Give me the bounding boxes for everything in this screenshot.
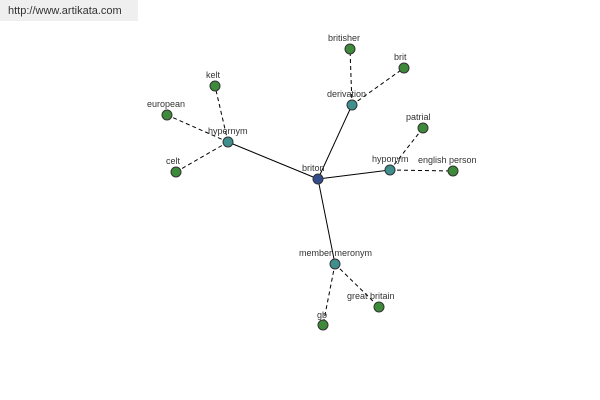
leaf-label-european[interactable]: european [147,99,185,109]
relation-node-hypernym[interactable] [222,136,234,148]
edge-hyponym-english-person [389,169,454,172]
edge-member-meronym-great-britain [334,263,380,308]
leaf-label-britisher[interactable]: britisher [328,33,360,43]
edge-derivation-brit [351,67,405,106]
url-link[interactable]: http://www.artikata.com [8,5,122,17]
leaf-node-gb[interactable] [317,319,329,331]
leaf-label-brit[interactable]: brit [394,52,407,62]
leaf-node-celt[interactable] [170,166,182,178]
leaf-node-european[interactable] [161,109,173,121]
relation-node-hyponym[interactable] [384,164,396,176]
relation-label-member-meronym[interactable]: member meronym [299,248,372,258]
edge-member-meronym-gb [322,263,336,326]
leaf-node-britisher[interactable] [344,43,356,55]
leaf-node-brit[interactable] [398,62,410,74]
leaf-label-patrial[interactable]: patrial [406,112,431,122]
edge-center-hypernym [227,141,319,180]
leaf-node-patrial[interactable] [417,122,429,134]
leaf-label-kelt[interactable]: kelt [206,70,221,80]
leaf-node-english-person[interactable] [447,165,459,177]
relation-node-derivation[interactable] [346,99,358,111]
relation-node-member-meronym[interactable] [329,258,341,270]
edge-center-hyponym [317,169,391,180]
edge-center-member-meronym [317,178,336,265]
leaf-label-celt[interactable]: celt [166,156,181,166]
edge-hypernym-kelt [214,85,229,143]
leaf-label-gb[interactable]: gb [317,310,327,320]
url-bar: http://www.artikata.com [0,0,138,21]
edge-hypernym-celt [175,141,229,173]
leaf-label-great-britain[interactable]: great britain [347,291,395,301]
leaf-label-english-person[interactable]: english person [418,155,477,165]
edge-hyponym-patrial [389,127,424,171]
edge-center-derivation [317,104,353,180]
leaf-node-kelt[interactable] [209,80,221,92]
center-node[interactable] [312,173,324,185]
edge-derivation-britisher [349,48,353,106]
center-label[interactable]: briton [302,163,325,173]
leaf-node-great-britain[interactable] [373,301,385,313]
relation-label-hypernym[interactable]: hypernym [208,126,248,136]
relation-label-derivation[interactable]: derivation [327,89,366,99]
relation-label-hyponym[interactable]: hyponym [372,154,409,164]
